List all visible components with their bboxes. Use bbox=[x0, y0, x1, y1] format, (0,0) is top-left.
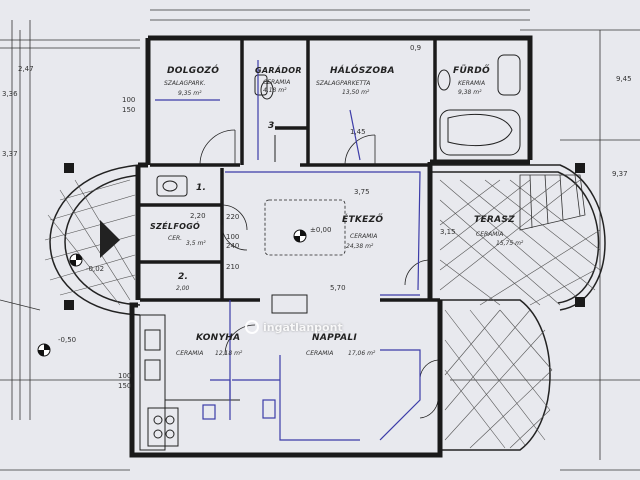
bathroom-fixtures bbox=[156, 54, 521, 197]
room-name-nappali: NAPPALI bbox=[312, 333, 358, 343]
dim-label-10: 3,15 bbox=[440, 228, 456, 236]
room-area-2: 2,00 bbox=[176, 285, 190, 292]
dim-label-4: 240 bbox=[226, 242, 240, 250]
room-name-terasz: TERASZ bbox=[474, 215, 515, 225]
spiral-stair bbox=[519, 174, 586, 231]
room-name-szelfogo: SZÉLFOGÓ bbox=[150, 222, 201, 231]
dim-label-1: 100 bbox=[122, 96, 136, 104]
dim-label-11: 9,45 bbox=[616, 75, 632, 83]
ingatlanpont-logo-icon bbox=[245, 320, 259, 334]
dim-label-12: 9,37 bbox=[612, 170, 628, 178]
room-area-haloszoba: 13,50 m² bbox=[342, 89, 370, 96]
dim-label-14: 3,36 bbox=[2, 90, 18, 98]
room-area-etkezo: 24,38 m² bbox=[346, 243, 374, 250]
room-floor-haloszoba: SZALAGPARKETTA bbox=[316, 80, 371, 87]
room-area-dolgozo: 9,35 m² bbox=[178, 90, 202, 97]
room-area-konyha: 12,18 m² bbox=[215, 350, 243, 357]
exterior-walls bbox=[129, 35, 533, 458]
dim-label-9: 1,45 bbox=[350, 128, 366, 136]
dim-label-3: 100 bbox=[226, 233, 240, 241]
room-floor-dolgozo: SZALAGPARK. bbox=[164, 80, 206, 87]
level-markers bbox=[37, 229, 307, 357]
dim-label-18: 210 bbox=[226, 263, 240, 271]
left-terrace bbox=[49, 164, 141, 316]
level-main: ±0,00 bbox=[310, 226, 332, 234]
dim-label-16: 0,9 bbox=[410, 44, 422, 52]
dim-label-2: 150 bbox=[122, 106, 136, 114]
dim-label-15: 3,37 bbox=[2, 150, 18, 158]
dim-label-13: 2,47 bbox=[18, 65, 34, 73]
dim-label-8: 5,70 bbox=[330, 284, 346, 292]
dim-label-6: 150 bbox=[118, 382, 132, 390]
room-name-furdo: FÜRDŐ bbox=[453, 66, 491, 76]
room-floor-nappali: CERAMIA bbox=[306, 350, 334, 357]
room-floor-furdo: KERAMIA bbox=[458, 80, 486, 87]
room-area-gardrob: 4,18 m² bbox=[263, 87, 287, 94]
level-ext: -0,02 bbox=[86, 265, 105, 273]
watermark-text: ingatlanpont bbox=[263, 320, 343, 334]
dim-label-5: 100 bbox=[118, 372, 132, 380]
room-name-dolgozo: DOLGOZÓ bbox=[167, 66, 220, 76]
right-terrace-hatch bbox=[439, 179, 601, 449]
watermark: ingatlanpont bbox=[245, 320, 343, 334]
room-floor-konyha: CERAMIA bbox=[176, 350, 204, 357]
room-area-terasz: 15,75 m² bbox=[496, 240, 524, 247]
room-name-gardrob: GARÁDOR bbox=[255, 66, 302, 75]
door-swings bbox=[199, 129, 439, 419]
dining-furniture bbox=[264, 199, 346, 256]
room-floor-etkezo: CERAMIA bbox=[350, 233, 378, 240]
room-name-etkezo: ÉTKEZŐ bbox=[342, 215, 384, 225]
blue-pen-sketch bbox=[155, 60, 421, 441]
room-floor-terasz: CERAMIA bbox=[476, 231, 504, 238]
room-floor-szelfogo: CER. bbox=[168, 235, 183, 242]
dim-label-19: 2,20 bbox=[190, 212, 206, 220]
room-name-konyha: KONYHA bbox=[196, 333, 241, 343]
room-number-3: 3. bbox=[268, 121, 279, 131]
room-floor-gardrob: CERAMIA bbox=[263, 79, 291, 86]
room-area-furdo: 9,38 m² bbox=[458, 89, 482, 96]
dim-label-17: 220 bbox=[226, 213, 240, 221]
stair-arrow-icon bbox=[100, 220, 120, 258]
columns bbox=[64, 163, 585, 310]
level-outside: -0,50 bbox=[58, 336, 77, 344]
room-area-szelfogo: 3,5 m² bbox=[186, 240, 206, 247]
room-area-nappali: 17,06 m² bbox=[348, 350, 376, 357]
dimension-lines bbox=[0, 9, 640, 471]
kitchen-counters bbox=[139, 294, 308, 451]
interior-walls bbox=[140, 40, 440, 302]
dim-label-7: 3,75 bbox=[354, 188, 370, 196]
room-name-haloszoba: HÁLÓSZOBA bbox=[330, 66, 395, 76]
room-number-1: 1. bbox=[196, 183, 207, 193]
room-number-2: 2. bbox=[178, 272, 189, 282]
